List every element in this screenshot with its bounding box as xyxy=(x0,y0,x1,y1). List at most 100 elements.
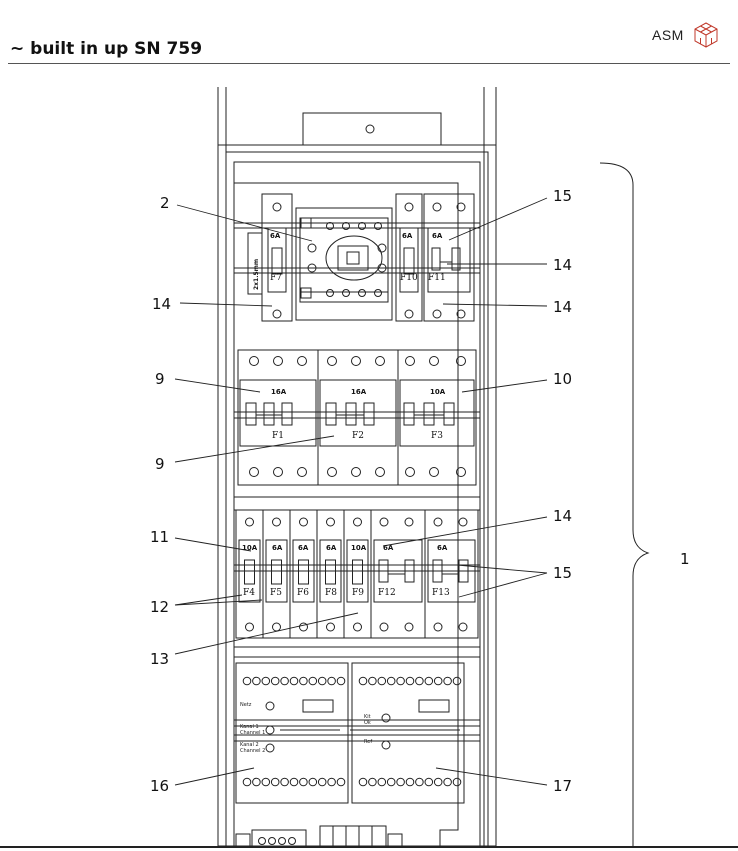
breaker-f8-label: F8 xyxy=(325,588,337,598)
terminal-screw xyxy=(458,622,468,632)
relay-left-label-5: Channel 2 xyxy=(240,748,265,754)
breaker-f3-rating: 10A xyxy=(430,388,446,396)
terminal-screw xyxy=(458,517,468,527)
relay-terminal xyxy=(327,777,336,787)
relay-right-label-3: Ref xyxy=(364,739,372,745)
fuse-f7-label: F7 xyxy=(270,273,282,283)
breaker-f13-label: F13 xyxy=(432,588,450,598)
header-divider xyxy=(8,63,730,64)
relay-terminal xyxy=(377,676,387,686)
breaker-toggle xyxy=(281,402,293,426)
terminal-screw xyxy=(249,356,259,366)
relay-terminal xyxy=(433,777,443,787)
breaker-toggle xyxy=(378,559,389,583)
breaker-toggle xyxy=(245,402,257,426)
breaker-face xyxy=(346,539,369,603)
terminal-screw xyxy=(375,356,385,366)
callout-15-bottom: 15 xyxy=(553,564,572,582)
terminal-screw xyxy=(433,517,443,527)
relay-terminal xyxy=(358,777,368,787)
breaker-f5-label: F5 xyxy=(270,588,282,598)
relay-left-label-2: Kanal 1 xyxy=(240,724,259,730)
breaker-toggle xyxy=(345,402,357,426)
callout-14-d: 14 xyxy=(553,507,572,525)
terminal-screw xyxy=(273,467,283,477)
callout-17: 17 xyxy=(553,777,572,795)
terminal-screw xyxy=(456,356,466,366)
relay-right-label-2: Ok xyxy=(364,720,371,726)
relay-terminal xyxy=(252,777,261,787)
breaker-toggle xyxy=(244,559,255,585)
breaker-f3-label: F3 xyxy=(431,431,443,441)
relay-terminal xyxy=(289,777,299,787)
breaker-toggle xyxy=(403,402,415,426)
terminal-screw xyxy=(272,517,281,527)
relay-left-label-1: Netz xyxy=(240,702,252,708)
terminal-screw xyxy=(326,622,335,632)
breaker-f8-rating: 6A xyxy=(326,544,337,552)
breaker-toggle xyxy=(325,559,336,585)
terminal-screw xyxy=(353,622,362,632)
fuse-f11-label: F11 xyxy=(428,273,446,283)
callout-14-a: 14 xyxy=(553,256,572,274)
terminal-screw xyxy=(249,467,259,477)
breaker-f1-label: F1 xyxy=(272,431,284,441)
relay-terminal xyxy=(270,676,280,686)
fuse-f10-rating: 6A xyxy=(402,232,413,240)
breaker-f4-label: F4 xyxy=(243,588,255,598)
terminal-screw xyxy=(405,356,415,366)
terminal-screw xyxy=(273,356,283,366)
breaker-toggle xyxy=(298,559,309,585)
terminal-screw xyxy=(456,467,466,477)
breaker-f13-rating: 6A xyxy=(437,544,448,552)
relay-terminal xyxy=(386,676,396,686)
relay-terminal xyxy=(261,676,271,686)
relay-terminal xyxy=(396,676,405,686)
relay-terminal xyxy=(443,777,452,787)
breaker-face xyxy=(427,539,476,603)
relay-terminal xyxy=(424,676,434,686)
terminal-screw xyxy=(405,467,415,477)
breaker-f2-rating: 16A xyxy=(351,388,367,396)
breaker-toggle xyxy=(352,559,363,585)
terminal-screw xyxy=(379,517,389,527)
relay-terminal xyxy=(405,777,415,787)
relay-terminal xyxy=(280,777,289,787)
breaker-toggle xyxy=(363,402,375,426)
relay-terminal xyxy=(270,777,280,787)
breaker-body xyxy=(289,509,318,639)
breaker-f6-rating: 6A xyxy=(298,544,309,552)
callout-15-top: 15 xyxy=(553,187,572,205)
relay-terminal xyxy=(368,777,377,787)
breaker-face xyxy=(265,539,288,603)
callout-14-c: 14 xyxy=(553,298,572,316)
breaker-body xyxy=(343,509,372,639)
callout-12: 12 xyxy=(150,598,169,616)
relay-terminal xyxy=(308,676,318,686)
terminal-screw xyxy=(353,517,362,527)
relay-left-label-4: Channel 1 xyxy=(240,730,265,736)
relay-terminal xyxy=(327,676,336,686)
terminal-screw xyxy=(245,517,254,527)
terminal-screw xyxy=(433,622,443,632)
relay-terminal xyxy=(242,676,252,686)
breaker-f1-rating: 16A xyxy=(271,388,287,396)
terminal-screw xyxy=(404,622,414,632)
relay-terminal xyxy=(368,676,377,686)
breaker-toggle xyxy=(271,559,282,585)
callout-9-a: 9 xyxy=(155,370,165,388)
fuse-f11-rating: 6A xyxy=(432,232,443,240)
terminal-screw xyxy=(429,356,439,366)
breaker-face xyxy=(373,539,423,603)
breaker-f9-label: F9 xyxy=(352,588,364,598)
terminal-screw xyxy=(429,467,439,477)
terminal-screw xyxy=(297,356,307,366)
callout-11: 11 xyxy=(150,528,169,546)
terminal-screw xyxy=(375,467,385,477)
fuse-f7-cable: 2x1.5mm xyxy=(253,259,260,290)
relay-terminal xyxy=(280,676,289,686)
relay-terminal xyxy=(386,777,396,787)
terminal-screw xyxy=(351,356,361,366)
